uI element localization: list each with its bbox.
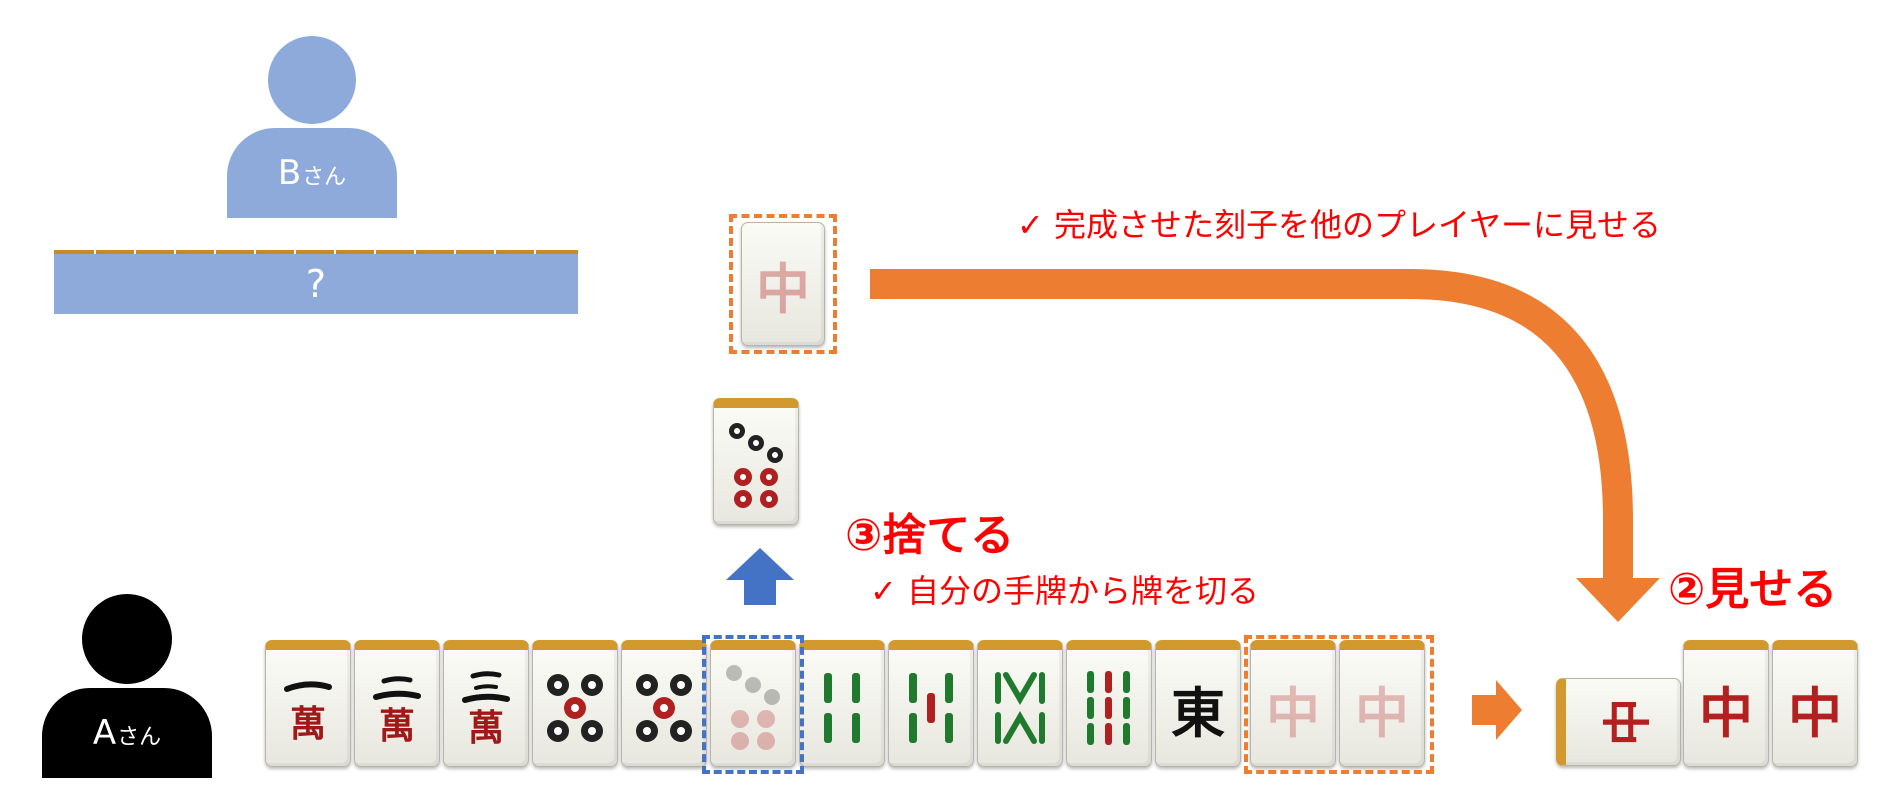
tile-face: 中 [1773, 650, 1857, 766]
five-bamboo-icon [909, 673, 953, 743]
discard-note: ✓ 自分の手牌から牌を切る [870, 572, 1259, 610]
pair-highlight [1244, 635, 1434, 774]
shown-tile-face: 中 [742, 223, 824, 345]
hand-tile-4sou [799, 640, 885, 767]
nine-bamboo-icon [1087, 671, 1130, 745]
player-a-suffix: さん [117, 725, 162, 750]
shown-tile-char: 中 [756, 256, 810, 321]
tile-face: 萬 [444, 650, 528, 766]
hand-tile-5pin [532, 640, 618, 767]
show-arrow-path [870, 269, 1633, 580]
tile-face [533, 650, 617, 766]
show-arrow-head [1576, 578, 1660, 622]
hand-tile-8sou [977, 640, 1063, 767]
hand-tile-5sou [888, 640, 974, 767]
red-dragon-char: 中 [1788, 680, 1842, 745]
player-b-hidden-hand: ? [54, 250, 578, 314]
player-a-head [82, 594, 172, 684]
tile-face: 萬 [266, 650, 350, 766]
player-a-name: A [92, 713, 117, 753]
tile-face: 中 [1251, 650, 1335, 766]
tile-face [711, 650, 795, 766]
hand-tile-2man: 萬 [354, 640, 440, 767]
hand-tile-1man: 萬 [265, 640, 351, 767]
tile-face: 東 [1156, 650, 1240, 766]
red-dragon-char: 中 [1355, 680, 1409, 745]
five-circles-icon [636, 674, 692, 742]
discarded-tile-face [714, 408, 798, 524]
meld-tile: 中 [1683, 640, 1769, 767]
discarded-tile [713, 398, 799, 525]
shown-tile: 中 [741, 222, 825, 346]
hand-tile-east: 東 [1155, 640, 1241, 767]
meld-tile-sideways: 中 [1556, 678, 1681, 766]
man-number-two-icon [373, 675, 421, 700]
seven-circles-icon [726, 665, 780, 750]
show-note: ✓ 完成させた刻子を他のプレイヤーに見せる [1017, 206, 1662, 244]
player-b-name: B [277, 153, 302, 193]
man-char: 萬 [378, 704, 415, 747]
man-number-three-icon [462, 670, 510, 703]
show-title: ②見せる [1668, 564, 1838, 615]
player-b-suffix: さん [302, 165, 347, 190]
four-bamboo-icon [824, 673, 860, 743]
hand-tile-7pin-discarded [710, 640, 796, 767]
seven-circles-icon [729, 423, 783, 508]
tile-face [889, 650, 973, 766]
tile-face [622, 650, 706, 766]
red-dragon-char: 中 [1266, 680, 1320, 745]
shown-tile-highlight [729, 214, 837, 354]
meld-arrow [1472, 680, 1522, 740]
hand-tile-5pin [621, 640, 707, 767]
tile-face: 中 [1566, 679, 1680, 765]
five-circles-icon [547, 674, 603, 742]
meld-tile: 中 [1772, 640, 1858, 767]
man-char: 萬 [289, 702, 326, 745]
tile-face [978, 650, 1062, 766]
man-number-one-icon [284, 680, 332, 692]
man-char: 萬 [467, 706, 504, 749]
hand-tile-9sou [1066, 640, 1152, 767]
east-char: 東 [1171, 680, 1225, 745]
tile-face: 萬 [355, 650, 439, 766]
red-dragon-char: 中 [1599, 697, 1656, 747]
tile-face: 中 [1340, 650, 1424, 766]
hand-tile-red-dragon: 中 [1339, 640, 1425, 767]
hand-tile-red-dragon: 中 [1250, 640, 1336, 767]
tile-face [1067, 650, 1151, 766]
player-b-head [268, 36, 356, 124]
discard-title: ③捨てる [845, 510, 1015, 561]
eight-bamboo-icon [995, 672, 1045, 744]
red-dragon-char: 中 [1699, 680, 1753, 745]
discard-highlight [702, 635, 804, 774]
hidden-hand-question-mark: ? [305, 262, 327, 306]
hand-tile-3man: 萬 [443, 640, 529, 767]
discard-arrow [726, 548, 794, 605]
tile-face [800, 650, 884, 766]
tile-face: 中 [1684, 650, 1768, 766]
